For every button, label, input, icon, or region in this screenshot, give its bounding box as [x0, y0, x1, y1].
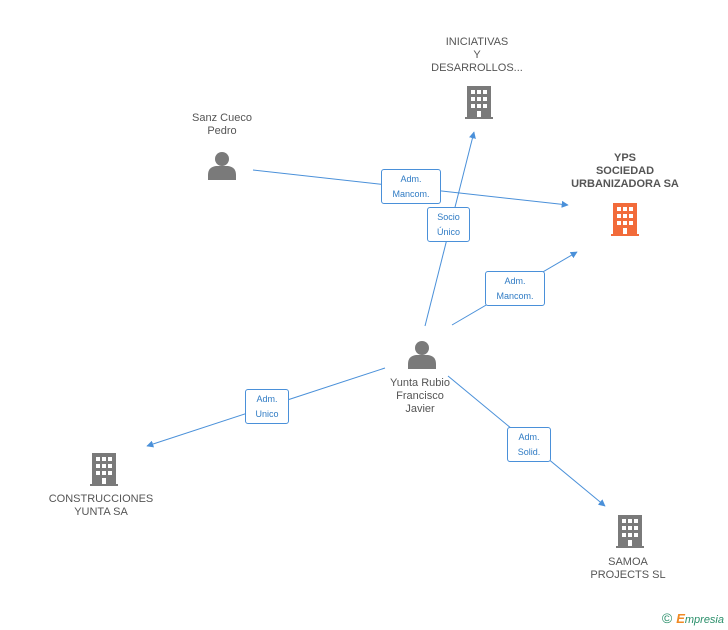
node-label-samoa[interactable]: SAMOA PROJECTS SL: [576, 556, 680, 582]
label-line: Y: [473, 49, 481, 61]
footer-brand: © Empresia: [662, 610, 724, 626]
person-icon[interactable]: [408, 341, 436, 369]
edge-label-line: Mancom.: [392, 189, 430, 199]
label-line: INICIATIVAS: [445, 36, 509, 48]
edge-label-yunta-construcciones: Adm. Unico: [245, 389, 289, 424]
label-line: Yunta Rubio: [390, 377, 450, 389]
edge-label-line: Adm.: [256, 394, 278, 404]
node-label-yunta[interactable]: Yunta Rubio Francisco Javier: [368, 377, 472, 416]
label-line: Javier: [405, 403, 435, 415]
copyright-icon: ©: [661, 610, 673, 626]
brand-initial: E: [676, 610, 685, 626]
edge-label-yunta-iniciativas: Socio Único: [427, 207, 470, 242]
label-line: SOCIEDAD: [595, 165, 655, 177]
edge-label-sanz-yps: Adm. Mancom.: [381, 169, 441, 204]
label-line: Sanz Cueco: [192, 112, 252, 124]
edge-label-line: Unico: [255, 409, 279, 419]
edge-label-line: Socio: [437, 212, 460, 222]
edge-label-yunta-samoa: Adm. Solid.: [507, 427, 551, 462]
edge-label-line: Único: [436, 227, 460, 237]
label-line: PROJECTS SL: [590, 569, 666, 581]
edge-label-line: Mancom.: [496, 291, 534, 301]
building-icon[interactable]: [616, 515, 644, 548]
edge-label-line: Solid.: [517, 447, 541, 457]
node-label-iniciativas[interactable]: INICIATIVAS Y DESARROLLOS...: [419, 36, 535, 75]
label-line: SAMOA: [608, 556, 648, 568]
label-line: Francisco: [396, 390, 444, 402]
label-line: Pedro: [207, 125, 237, 137]
edge-label-line: Adm.: [400, 174, 422, 184]
edge-label-line: Adm.: [518, 432, 540, 442]
building-icon[interactable]: [465, 86, 493, 119]
label-line: YPS: [613, 152, 636, 164]
node-label-sanz[interactable]: Sanz Cueco Pedro: [172, 112, 272, 138]
node-label-yps[interactable]: YPS SOCIEDAD URBANIZADORA SA: [555, 152, 695, 191]
brand-name: Empresia: [676, 611, 724, 626]
label-line: YUNTA SA: [74, 506, 128, 518]
edge-label-line: Adm.: [504, 276, 526, 286]
label-line: CONSTRUCCIONES: [48, 493, 154, 505]
building-icon[interactable]: [90, 453, 118, 486]
person-icon[interactable]: [208, 152, 236, 180]
building-icon[interactable]: [611, 203, 639, 236]
label-line: DESARROLLOS...: [431, 62, 523, 74]
label-line: URBANIZADORA SA: [571, 178, 679, 190]
node-label-construcciones[interactable]: CONSTRUCCIONES YUNTA SA: [41, 493, 161, 519]
brand-rest: mpresia: [684, 613, 724, 626]
edge-label-yunta-yps: Adm. Mancom.: [485, 271, 545, 306]
